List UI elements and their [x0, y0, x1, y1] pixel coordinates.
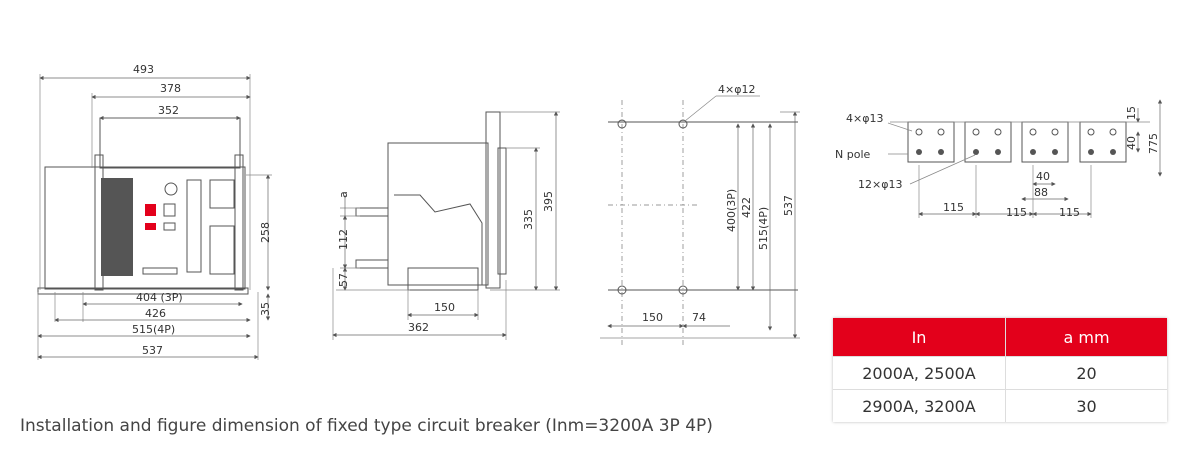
side-front-cover	[485, 111, 501, 289]
dim-537-mount: 537	[782, 195, 795, 216]
dim-404: 404 (3P)	[136, 291, 183, 304]
front-view: 493 378 352 258 35 404 (3P) 426 515(4P) …	[37, 63, 272, 360]
figure-caption: Installation and figure dimension of fix…	[20, 416, 713, 436]
dim-115-a: 115	[943, 201, 964, 214]
side-view: a 112 57 335 395 150 362	[332, 111, 560, 340]
front-panel-handle	[101, 178, 133, 276]
dim-335: 335	[522, 209, 535, 230]
front-housing	[44, 166, 246, 290]
side-body	[387, 142, 489, 286]
front-top-cover	[99, 117, 241, 169]
dim-352: 352	[158, 104, 179, 117]
dim-422: 422	[740, 197, 753, 218]
dim-258: 258	[259, 222, 272, 243]
label-n-pole: N pole	[835, 148, 870, 161]
dim-4x12: 4×φ12	[718, 83, 755, 96]
mount-hole-icon	[617, 119, 627, 129]
mounting-view: 4×φ12 400(3P) 422 515(4P) 537 150 74	[600, 83, 800, 345]
side-terminal-top	[355, 207, 389, 217]
terminal-view: 4×φ13 N pole 12×φ13 15 40 775 40 88 115 …	[835, 99, 1163, 219]
cell-current: 2900A, 3200A	[833, 389, 1006, 422]
dim-88: 88	[1034, 186, 1048, 199]
dim-40: 40	[1036, 170, 1050, 183]
pole-group	[1021, 121, 1069, 163]
dim-150-mount: 150	[642, 311, 663, 324]
front-button-icon	[164, 182, 178, 196]
dim-15: 15	[1125, 106, 1138, 120]
pole-group	[907, 121, 955, 163]
technical-drawing: 493 378 352 258 35 404 (3P) 426 515(4P) …	[37, 63, 1163, 360]
dim-74: 74	[692, 311, 706, 324]
dim-57: 57	[337, 273, 350, 287]
cell-current: 2000A, 2500A	[833, 356, 1006, 390]
dim-a: a	[337, 191, 350, 198]
dim-537: 537	[142, 344, 163, 357]
dim-115-b: 115	[1006, 206, 1027, 219]
dim-35: 35	[259, 302, 272, 316]
cell-a-value: 30	[1005, 389, 1167, 422]
pole-group	[1079, 121, 1127, 163]
dim-515-mount: 515(4P)	[757, 207, 770, 250]
dim-150-side: 150	[434, 301, 455, 314]
cell-a-value: 20	[1005, 356, 1167, 390]
table-row: 2900A, 3200A 30	[833, 389, 1167, 422]
label-12x13: 12×φ13	[858, 178, 902, 191]
header-in: In	[833, 318, 1006, 357]
mount-hole-icon	[678, 285, 688, 295]
dim-115-c: 115	[1059, 206, 1080, 219]
dim-493: 493	[133, 63, 154, 76]
spec-table: In a mm 2000A, 2500A 20 2900A, 3200A 30	[833, 318, 1167, 422]
side-terminal-bottom	[355, 259, 389, 269]
indicator-red-2	[145, 223, 156, 230]
table-row: 2000A, 2500A 20	[833, 356, 1167, 390]
header-a-mm: a mm	[1005, 318, 1167, 357]
dim-395: 395	[542, 191, 555, 212]
spec-table-header: In a mm	[833, 318, 1167, 357]
label-4x13: 4×φ13	[846, 112, 883, 125]
dim-378: 378	[160, 82, 181, 95]
indicator-red-1	[145, 204, 156, 216]
dim-40-vert: 40	[1125, 136, 1138, 150]
mount-hole-icon	[617, 285, 627, 295]
dim-362: 362	[408, 321, 429, 334]
dim-400-3p: 400(3P)	[725, 189, 738, 232]
dim-775: 775	[1147, 133, 1160, 154]
dim-515-4p: 515(4P)	[132, 323, 175, 336]
mount-hole-icon	[678, 119, 688, 129]
dim-426: 426	[145, 307, 166, 320]
pole-group	[964, 121, 1012, 163]
dim-112: 112	[337, 229, 350, 250]
